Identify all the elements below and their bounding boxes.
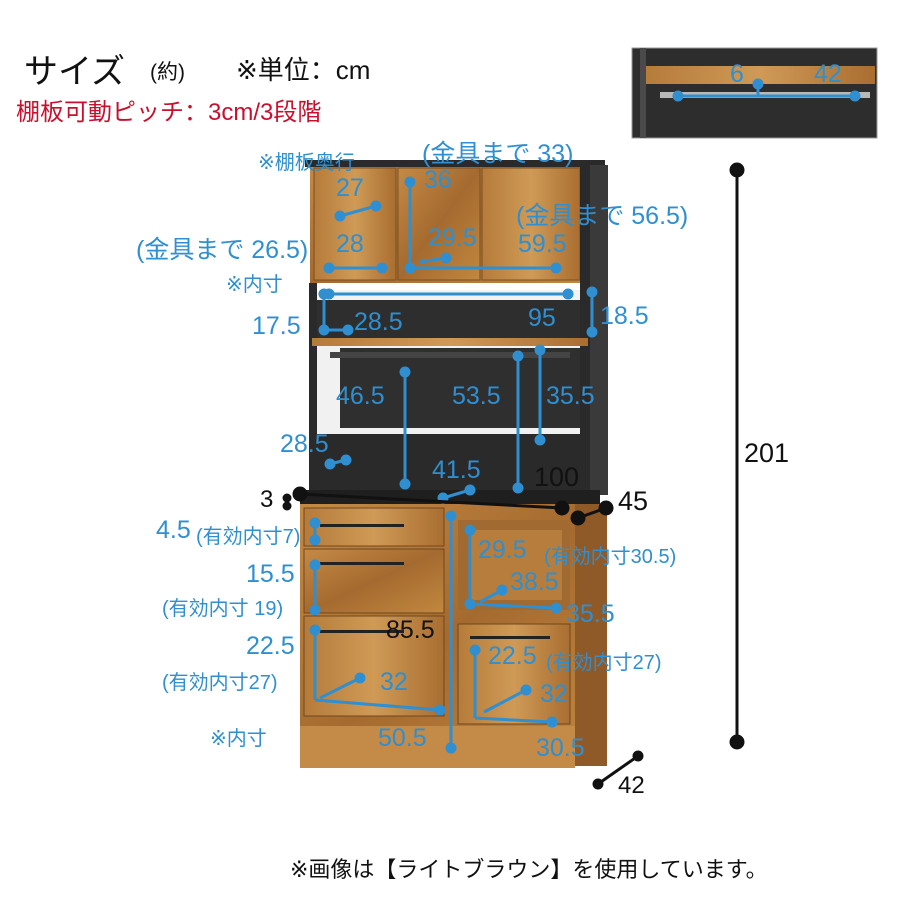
hardware-26-5-label: (金具まで 26.5) bbox=[136, 236, 309, 264]
dim-41-5: 41.5 bbox=[432, 456, 481, 484]
effective-27-left-label: (有効内寸27) bbox=[162, 672, 278, 694]
dim-35-5-top: 35.5 bbox=[546, 382, 595, 410]
dim-29-5: 29.5 bbox=[428, 224, 477, 252]
title-size: サイズ bbox=[24, 53, 125, 91]
middle-shelf-board bbox=[312, 338, 588, 346]
dim-28-5-top: 28.5 bbox=[354, 308, 403, 336]
upper-door-right bbox=[481, 167, 581, 281]
effective-27-right-label: (有効内寸27) bbox=[546, 652, 662, 674]
dim-59-5: 59.5 bbox=[518, 230, 567, 258]
dim-38-5: 38.5 bbox=[510, 568, 559, 596]
plinth bbox=[300, 726, 575, 768]
hardware-56-5-label: (金具まで 56.5) bbox=[516, 202, 689, 230]
shelf-depth-note: ※棚板奥行 bbox=[258, 152, 355, 174]
inset-dim-42: 42 bbox=[814, 60, 842, 88]
dim-29-5-right: 29.5 bbox=[478, 536, 527, 564]
inset-shelf bbox=[645, 66, 875, 84]
drawer-bottom-left-handle bbox=[320, 630, 404, 633]
effective-7-label: (有効内寸7) bbox=[196, 526, 301, 548]
inset-dim-6: 6 bbox=[730, 60, 744, 88]
dim-28-5-mid: 28.5 bbox=[280, 430, 329, 458]
drawer-right bbox=[457, 623, 571, 725]
title-approx: (約) bbox=[150, 61, 185, 84]
dim-201: 201 bbox=[744, 438, 790, 468]
dim-18-5: 18.5 bbox=[600, 302, 649, 330]
upper-door-middle bbox=[397, 167, 481, 281]
dim-22-5-right: 22.5 bbox=[488, 642, 537, 670]
upper-top-frame bbox=[305, 160, 605, 167]
drawer-right-handle bbox=[470, 636, 550, 639]
dim-53-5: 53.5 bbox=[452, 382, 501, 410]
drawer-middle-left-handle bbox=[320, 562, 404, 565]
hanging-rail bbox=[330, 352, 570, 358]
dim-42-depth: 42 bbox=[618, 772, 645, 799]
image-color-note: ※画像は【ライトブラウン】を使用しています。 bbox=[290, 857, 768, 882]
hardware-33-label: (金具まで 33) bbox=[422, 140, 574, 168]
dim-32-left: 32 bbox=[380, 668, 408, 696]
inset-post bbox=[640, 48, 646, 138]
dim-32-right: 32 bbox=[540, 680, 568, 708]
drawer-middle-left bbox=[303, 548, 445, 614]
dim-22-5-left: 22.5 bbox=[246, 632, 295, 660]
inner-note-top: ※内寸 bbox=[226, 274, 283, 296]
overall-dimension-lines bbox=[282, 162, 745, 790]
dim-36: 36 bbox=[424, 166, 452, 194]
dim-15-5: 15.5 bbox=[246, 560, 295, 588]
dim-4-5: 4.5 bbox=[156, 516, 191, 544]
upper-door-left bbox=[313, 167, 397, 281]
pitch-label: 棚板可動ピッチ：3cm/3段階 bbox=[16, 99, 322, 126]
right-frame-post bbox=[580, 160, 590, 495]
drawer-top-left-handle bbox=[320, 524, 404, 527]
dim-3: 3 bbox=[260, 486, 274, 513]
dim-95: 95 bbox=[528, 304, 556, 332]
microwave-space-inner bbox=[470, 530, 562, 600]
dim-46-5: 46.5 bbox=[336, 382, 385, 410]
unit-label: ※単位：cm bbox=[236, 55, 371, 85]
dim-27: 27 bbox=[336, 174, 364, 202]
dim-17-5: 17.5 bbox=[252, 312, 301, 340]
dim-45: 45 bbox=[618, 486, 649, 516]
lower-side bbox=[575, 504, 607, 766]
dim-50-5: 50.5 bbox=[378, 724, 427, 752]
effective-30-5-label: (有効内寸30.5) bbox=[544, 546, 677, 568]
cabinet-illustration bbox=[300, 160, 608, 768]
right-side-panel bbox=[590, 165, 608, 495]
dim-28: 28 bbox=[336, 230, 364, 258]
inner-note-bottom: ※内寸 bbox=[210, 728, 267, 750]
dim-30-5: 30.5 bbox=[536, 734, 585, 762]
dim-100: 100 bbox=[534, 462, 580, 492]
dim-85-5: 85.5 bbox=[386, 616, 435, 644]
dimension-lines bbox=[309, 78, 861, 754]
dim-35-5-right: 35.5 bbox=[566, 600, 615, 628]
effective-19-label: (有効内寸 19) bbox=[162, 598, 284, 620]
left-frame-post bbox=[309, 283, 317, 495]
